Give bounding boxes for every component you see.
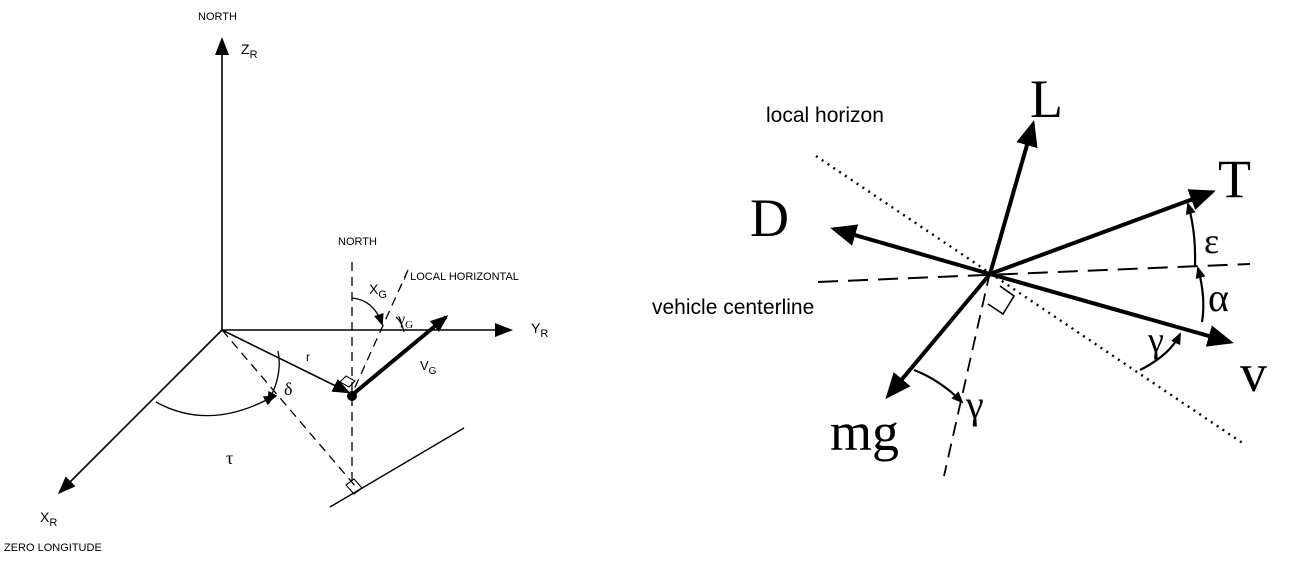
thrust-vector [989, 189, 1216, 276]
weight-label: mg [830, 402, 899, 462]
vg-label: VG [420, 358, 437, 377]
ground-line [329, 427, 465, 508]
gamma-right-label: γ [1147, 320, 1164, 360]
chi-arc [351, 297, 384, 326]
gamma-bottom-arc [913, 368, 964, 404]
projection-dashed-line [221, 329, 357, 488]
lift-label: L [1030, 69, 1063, 129]
vg-vector [350, 315, 449, 397]
zero-longitude-label: ZERO LONGITUDE [4, 542, 102, 554]
local-horizontal-dashed-line [351, 269, 409, 395]
drag-label: D [750, 188, 789, 248]
chi-label: XG [369, 281, 387, 301]
gamma-g-label: γG [397, 311, 413, 331]
vehicle-centerline [817, 263, 1251, 283]
alpha-arc [1195, 266, 1206, 323]
r-vector [221, 329, 351, 394]
delta-label: δ [284, 379, 292, 399]
x-axis-label: XR [40, 509, 57, 529]
local-horizon-line [815, 155, 1245, 445]
velocity-label: v [1240, 343, 1267, 403]
tau-arc [155, 395, 276, 417]
z-axis-label: ZR [241, 41, 258, 61]
left-diagram: NORTH ZR YR XR ZERO LONGITUDE NORTH / LO… [4, 11, 548, 554]
point-right-angle [339, 375, 356, 388]
delta-arc [267, 350, 280, 404]
right-angle-box [987, 285, 1016, 316]
epsilon-label: ε [1204, 221, 1219, 261]
right-diagram: local horizon vehicle centerline L T D ε… [652, 69, 1267, 477]
position-point [347, 391, 357, 401]
north-top-label: NORTH [198, 11, 237, 23]
local-horizon-label: local horizon [766, 104, 884, 127]
drag-vector [830, 224, 991, 276]
local-horizontal-label: / LOCAL HORIZONTAL [404, 271, 519, 283]
vehicle-centerline-label: vehicle centerline [652, 296, 814, 319]
gamma-right-arc [1139, 332, 1181, 371]
ground-right-angle [345, 478, 363, 495]
x-axis [57, 329, 223, 495]
thrust-label: T [1218, 149, 1251, 209]
lift-vector [988, 120, 1038, 275]
weight-vector [885, 272, 992, 400]
gamma-g-arc [395, 316, 405, 333]
tau-label: τ [226, 448, 233, 468]
r-label: r [306, 350, 310, 364]
north-local-label: NORTH [338, 236, 377, 248]
gamma-bottom-label: γ [965, 382, 984, 427]
vertical-dashed-line [943, 271, 991, 477]
y-axis-label: YR [531, 320, 548, 340]
epsilon-arc [1185, 202, 1197, 267]
alpha-label: α [1208, 275, 1229, 320]
velocity-vector [989, 272, 1234, 347]
